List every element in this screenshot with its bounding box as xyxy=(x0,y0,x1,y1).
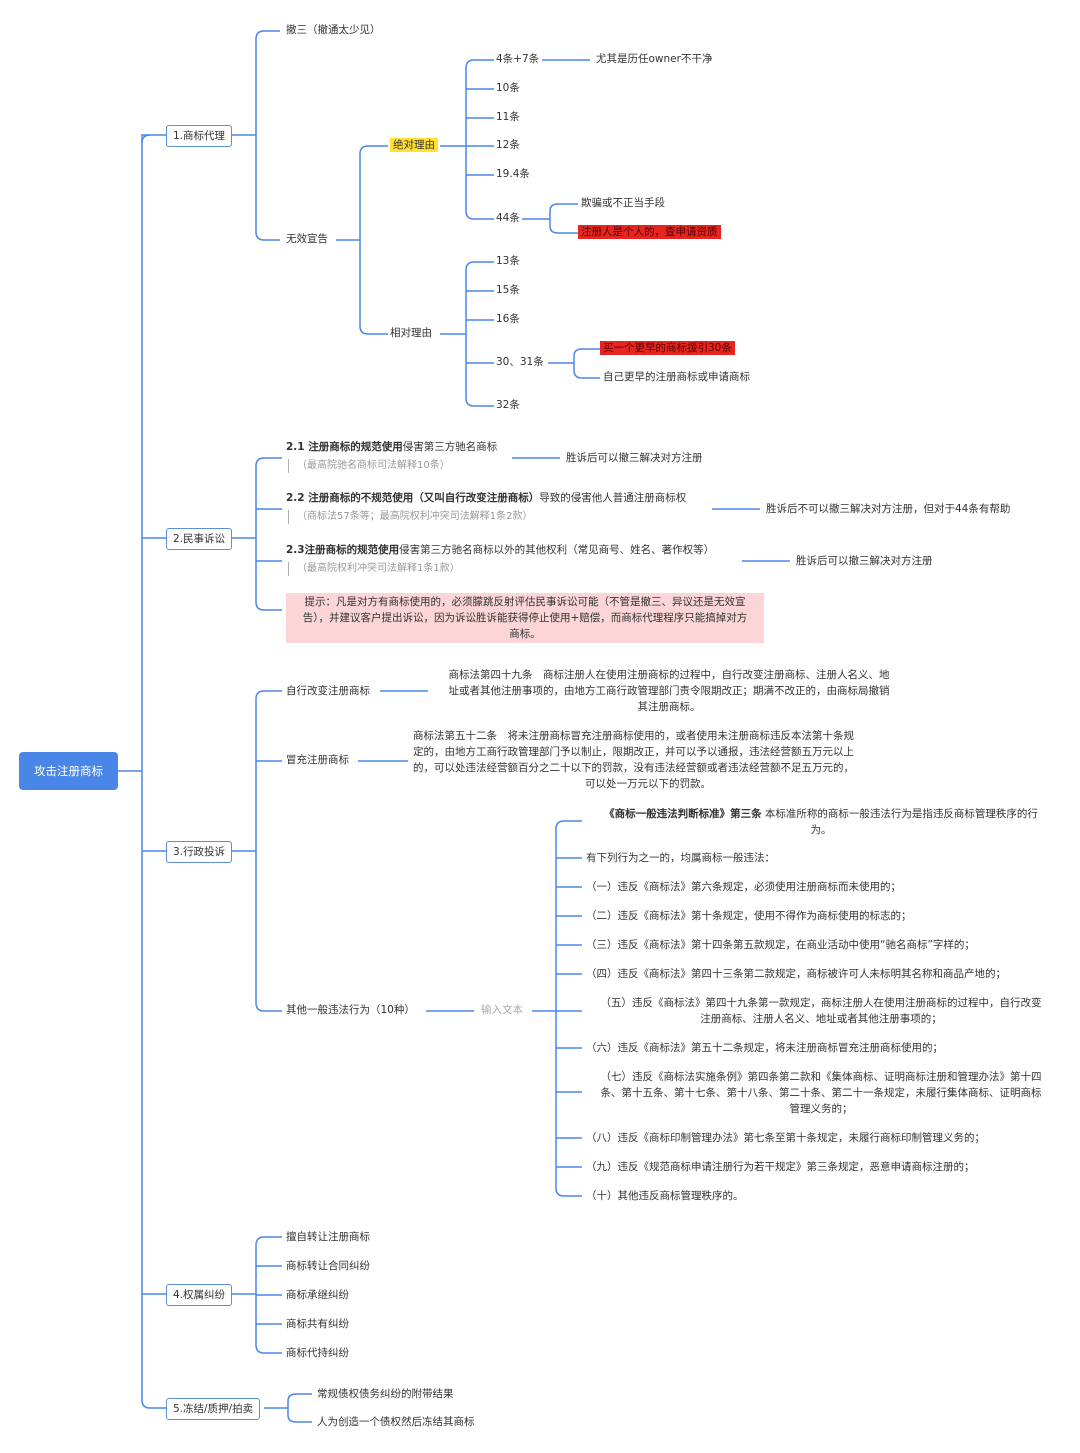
violation-5-line-2: 注册商标、注册人名义、地址或者其他注册事项的； xyxy=(700,1013,942,1025)
node-art-49-text[interactable]: 商标法第四十九条 商标注册人在使用注册商标的过程中，自行改变注册商标、注册人名义… xyxy=(432,667,906,715)
civil-2-3-text: 侵害第三方驰名商标以外的其他权利（常见商号、姓名、著作权等） xyxy=(399,544,715,556)
violation-item-6[interactable]: （六）违反《商标法》第五十二条规定，将未注册商标冒充注册商标使用的； xyxy=(586,1042,943,1054)
standard-title: 《商标一般违法判断标准》第三条 xyxy=(604,808,762,820)
node-art-19-4[interactable]: 19.4条 xyxy=(496,168,530,180)
civil-2-2-note: （商标法57条等；最高院权利冲突司法解释1条2款） xyxy=(288,510,532,524)
node-art-11[interactable]: 11条 xyxy=(496,111,520,123)
node-civil-2-2[interactable]: 2.2 注册商标的不规范使用（又叫自行改变注册商标）导致的侵害他人普通注册商标权 xyxy=(286,491,686,506)
node-self-change[interactable]: 自行改变注册商标 xyxy=(286,685,370,697)
node-fraud[interactable]: 欺骗或不正当手段 xyxy=(581,197,665,209)
node-buy-earlier-mark[interactable]: 买一个更早的商标援引30条 xyxy=(600,341,735,356)
individual-registrant-label: 注册人是个人的，查申请资质 xyxy=(578,225,721,239)
root-topic[interactable]: 攻击注册商标 xyxy=(19,752,118,790)
civil-2-3-bold: 2.3注册商标的规范使用 xyxy=(286,544,400,556)
node-relative-grounds[interactable]: 相对理由 xyxy=(390,327,432,339)
art52-line-1: 商标法第五十二条 将未注册商标冒充注册商标使用的，或者使用未注册商标违反本法第十… xyxy=(413,730,854,742)
buy-earlier-mark-label: 买一个更早的商标援引30条 xyxy=(600,341,735,355)
ownership-item-4[interactable]: 商标共有纠纷 xyxy=(286,1318,349,1330)
node-art-10[interactable]: 10条 xyxy=(496,82,520,94)
node-civil-2-1[interactable]: 2.1 注册商标的规范使用侵害第三方驰名商标 xyxy=(286,440,497,455)
civil-2-2-text: 导致的侵害他人普通注册商标权 xyxy=(539,492,687,504)
node-standard-art3[interactable]: 《商标一般违法判断标准》第三条 本标准所称的商标一般违法行为是指违反商标管理秩序… xyxy=(586,806,1056,838)
violation-item-4[interactable]: （四）违反《商标法》第四十三条第二款规定，商标被许可人未标明其名称和商品产地的； xyxy=(586,968,1006,980)
art49-line-1: 商标法第四十九条 商标注册人在使用注册商标的过程中，自行改变注册商标、注册人名义… xyxy=(448,669,890,681)
node-chesan[interactable]: 撤三（撤通太少见） xyxy=(286,24,381,36)
node-art-32[interactable]: 32条 xyxy=(496,399,520,411)
node-note-owner[interactable]: 尤其是历任owner不干净 xyxy=(596,53,713,65)
node-impersonate[interactable]: 冒充注册商标 xyxy=(286,754,349,766)
node-general-violations[interactable]: 其他一般违法行为（10种） xyxy=(286,1004,415,1016)
node-art-4-7[interactable]: 4条+7条 xyxy=(496,53,540,65)
ownership-item-3[interactable]: 商标承继纠纷 xyxy=(286,1289,349,1301)
freeze-item-2[interactable]: 人为创造一个债权然后冻结其商标 xyxy=(317,1416,475,1428)
civil-2-3-result[interactable]: 胜诉后可以撤三解决对方注册 xyxy=(796,555,933,567)
tip-line-1: 提示：凡是对方有商标使用的，必须朦跳反射评估民事诉讼可能（不管是撤三、异议还是无… xyxy=(304,596,746,608)
tip-line-2: 告），并建议客户提出诉讼，因为诉讼胜诉能获得停止使用+赔偿，而商标代理程序只能搞… xyxy=(302,612,748,624)
art52-line-4: 可以处一万元以下的罚款。 xyxy=(585,778,711,790)
node-invalidation[interactable]: 无效宣告 xyxy=(286,233,328,245)
art49-line-2: 址或者其他注册事项的，由地方工商行政管理部门责令限期改正；期满不改正的，由商标局… xyxy=(448,685,890,697)
branch-ownership-dispute[interactable]: 4.权属纠纷 xyxy=(166,1284,233,1306)
civil-2-1-note: （最高院驰名商标司法解释10条） xyxy=(288,459,450,473)
node-civil-2-3[interactable]: 2.3注册商标的规范使用侵害第三方驰名商标以外的其他权利（常见商号、姓名、著作权… xyxy=(286,543,714,558)
violation-item-5[interactable]: （五）违反《商标法》第四十九条第一款规定，商标注册人在使用注册商标的过程中，自行… xyxy=(586,995,1056,1027)
branch-freeze-pledge-auction[interactable]: 5.冻结/质押/拍卖 xyxy=(166,1398,261,1420)
standard-text: 本标准所称的商标一般违法行为是指违反商标管理秩序的行 xyxy=(764,808,1038,820)
freeze-item-1[interactable]: 常规债权债务纠纷的附带结果 xyxy=(317,1388,454,1400)
ownership-item-5[interactable]: 商标代持纠纷 xyxy=(286,1347,349,1359)
violation-5-line-1: （五）违反《商标法》第四十九条第一款规定，商标注册人在使用注册商标的过程中，自行… xyxy=(600,997,1042,1009)
violation-item-9[interactable]: （九）违反《规范商标申请注册行为若干规定》第三条规定，恶意申请商标注册的； xyxy=(586,1161,975,1173)
tip-line-3: 商标。 xyxy=(509,628,541,640)
standard-text-2: 为。 xyxy=(810,824,832,836)
violation-item-1[interactable]: （一）违反《商标法》第六条规定，必须使用注册商标而未使用的； xyxy=(586,881,901,893)
civil-2-1-result[interactable]: 胜诉后可以撤三解决对方注册 xyxy=(566,452,703,464)
civil-2-2-bold: 2.2 注册商标的不规范使用（又叫自行改变注册商标） xyxy=(286,492,540,504)
violation-item-3[interactable]: （三）违反《商标法》第十四条第五款规定，在商业活动中使用“驰名商标”字样的； xyxy=(586,939,975,951)
node-art-44[interactable]: 44条 xyxy=(496,212,520,224)
node-own-earlier-mark[interactable]: 自己更早的注册商标或申请商标 xyxy=(603,371,750,383)
ownership-item-2[interactable]: 商标转让合同纠纷 xyxy=(286,1260,370,1272)
violation-7-line-3: 管理义务的； xyxy=(789,1103,853,1115)
node-art-30-31[interactable]: 30、31条 xyxy=(496,356,544,368)
civil-2-1-text: 侵害第三方驰名商标 xyxy=(402,441,498,453)
node-art-16[interactable]: 16条 xyxy=(496,313,520,325)
placeholder-input-text[interactable]: 输入文本 xyxy=(481,1004,523,1016)
node-art-13[interactable]: 13条 xyxy=(496,255,520,267)
violation-item-8[interactable]: （八）违反《商标印制管理办法》第七条至第十条规定，未履行商标印制管理义务的； xyxy=(586,1132,985,1144)
absolute-grounds-label: 绝对理由 xyxy=(390,138,438,152)
civil-2-1-bold: 2.1 注册商标的规范使用 xyxy=(286,441,403,453)
violation-7-line-2: 条、第十五条、第十七条、第十八条、第二十条、第二十一条规定，未履行集体商标、证明… xyxy=(600,1087,1042,1099)
violation-item-10[interactable]: （十）其他违反商标管理秩序的。 xyxy=(586,1190,744,1202)
branch-trademark-agency[interactable]: 1.商标代理 xyxy=(166,125,233,147)
civil-tip-note[interactable]: 提示：凡是对方有商标使用的，必须朦跳反射评估民事诉讼可能（不管是撤三、异议还是无… xyxy=(286,593,764,643)
civil-2-2-result[interactable]: 胜诉后不可以撤三解决对方注册，但对于44条有帮助 xyxy=(766,503,1011,515)
art52-line-2: 定的，由地方工商行政管理部门予以制止，限期改正，并可以予以通报，违法经营额五万元… xyxy=(413,746,854,758)
branch-admin-complaint[interactable]: 3.行政投诉 xyxy=(166,841,233,863)
node-art-52-text[interactable]: 商标法第五十二条 将未注册商标冒充注册商标使用的，或者使用未注册商标违反本法第十… xyxy=(413,728,883,792)
node-art-12[interactable]: 12条 xyxy=(496,139,520,151)
violation-item-2[interactable]: （二）违反《商标法》第十条规定，使用不得作为商标使用的标志的； xyxy=(586,910,912,922)
node-absolute-grounds[interactable]: 绝对理由 xyxy=(390,138,438,153)
art52-line-3: 的，可以处违法经营额百分之二十以下的罚款，没有违法经营额或者违法经营额不足五万元… xyxy=(413,762,854,774)
node-individual-registrant[interactable]: 注册人是个人的，查申请资质 xyxy=(578,225,721,240)
violation-item-7[interactable]: （七）违反《商标法实施条例》第四条第二款和《集体商标、证明商标注册和管理办法》第… xyxy=(586,1069,1056,1117)
node-intro[interactable]: 有下列行为之一的，均属商标一般违法： xyxy=(586,852,775,864)
node-art-15[interactable]: 15条 xyxy=(496,284,520,296)
violation-7-line-1: （七）违反《商标法实施条例》第四条第二款和《集体商标、证明商标注册和管理办法》第… xyxy=(600,1071,1042,1083)
branch-civil-litigation[interactable]: 2.民事诉讼 xyxy=(166,528,233,550)
ownership-item-1[interactable]: 擅自转让注册商标 xyxy=(286,1231,370,1243)
civil-2-3-note: （最高院权利冲突司法解释1条1款） xyxy=(288,562,460,576)
art49-line-3: 其注册商标。 xyxy=(637,701,701,713)
